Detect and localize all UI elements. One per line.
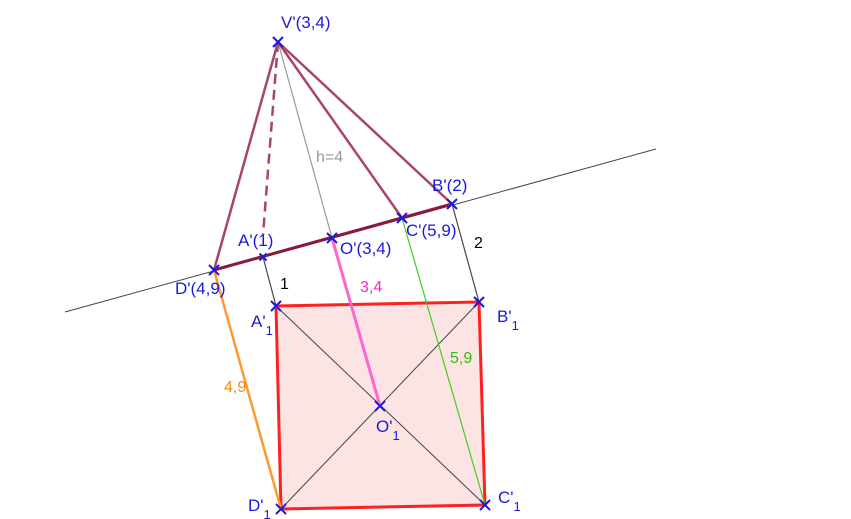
segment-a-a1[interactable]	[262, 256, 277, 307]
label-v: V'(3,4)	[281, 13, 331, 32]
label-a: A'(1)	[238, 231, 273, 250]
point-o-marker[interactable]	[326, 232, 338, 244]
point-a1-marker[interactable]	[270, 300, 282, 312]
height-v-o[interactable]	[277, 41, 333, 239]
label-c1: C'1	[498, 488, 521, 514]
edge-v-c[interactable]	[276, 41, 404, 219]
point-c-marker[interactable]	[396, 212, 408, 224]
point-v-marker[interactable]	[272, 36, 284, 48]
label-d1: D'1	[248, 496, 271, 519]
segment-d-d1[interactable]	[212, 269, 283, 510]
label-b-distance: 2	[474, 235, 483, 252]
edge-v-d[interactable]	[212, 41, 280, 271]
segment-b-b1[interactable]	[451, 203, 480, 303]
label-b: B'(2)	[432, 176, 467, 195]
point-b-marker[interactable]	[446, 198, 458, 210]
label-o-distance: 3,4	[360, 279, 382, 296]
point-b1-marker[interactable]	[473, 296, 485, 308]
label-c-distance: 5,9	[450, 350, 472, 367]
label-d: D'(4,9)	[175, 279, 225, 298]
segment-c-c1[interactable]	[401, 217, 486, 506]
label-a-distance: 1	[280, 276, 289, 293]
label-c: C'(5,9)	[406, 221, 456, 240]
label-height: h=4	[316, 149, 343, 166]
point-o1-marker[interactable]	[374, 400, 386, 412]
point-d1-marker[interactable]	[275, 503, 287, 515]
label-d-distance: 4,9	[224, 379, 246, 396]
label-o: O'(3,4)	[340, 239, 391, 258]
edge-v-a-hidden[interactable]	[261, 41, 280, 236]
point-a-marker[interactable]	[258, 252, 268, 262]
point-d-marker[interactable]	[208, 264, 220, 276]
edge-v-b[interactable]	[277, 41, 453, 205]
label-o1: O'1	[376, 417, 400, 443]
point-c1-marker[interactable]	[479, 499, 491, 511]
label-b1: B'1	[497, 307, 519, 333]
segment-o-o1[interactable]	[330, 237, 382, 407]
label-a1: A'1	[251, 312, 273, 338]
